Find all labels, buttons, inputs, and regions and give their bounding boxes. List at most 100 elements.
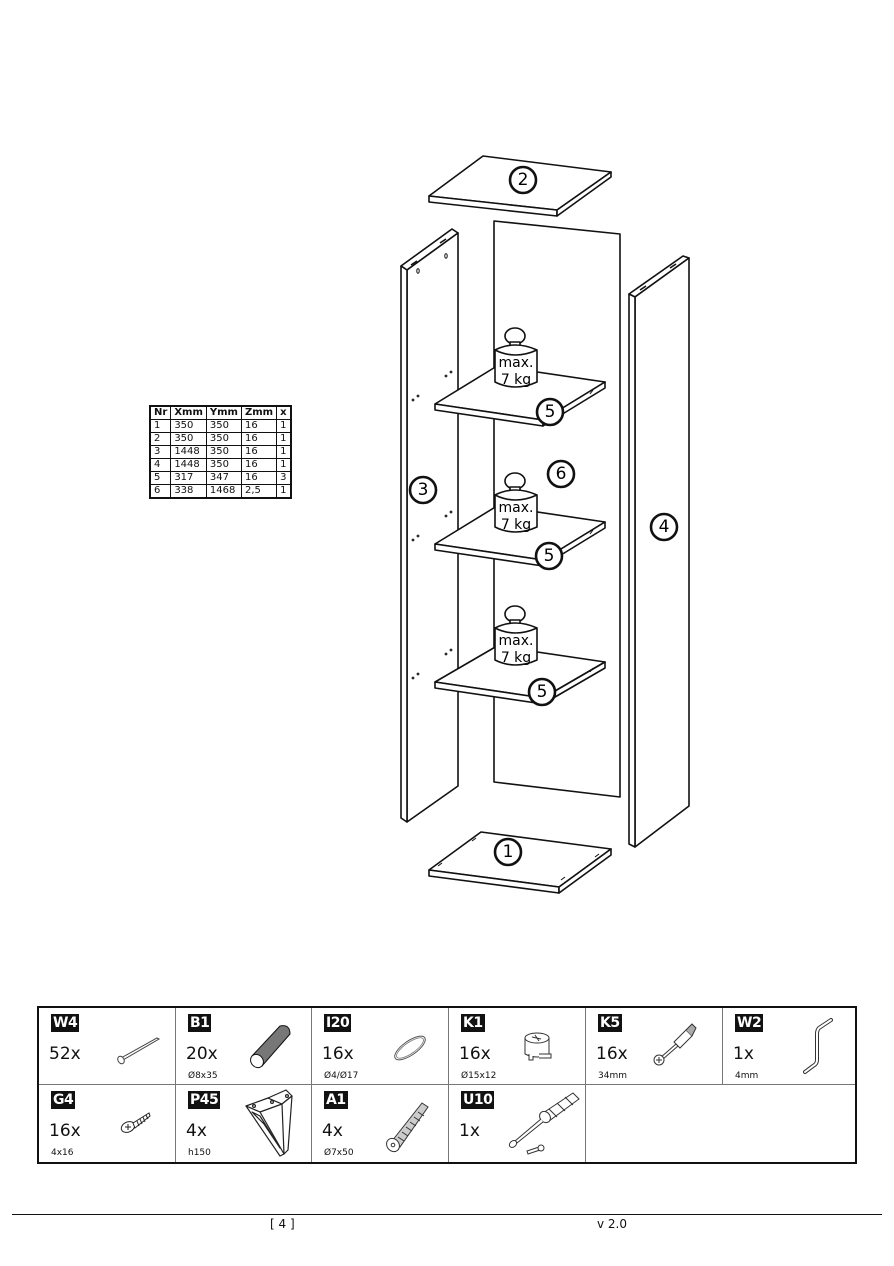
- page-number: [ 4 ]: [270, 1217, 295, 1231]
- hardware-qty: 4x: [186, 1121, 207, 1141]
- hardware-code: P45: [188, 1091, 221, 1109]
- cell-zmm: 16: [240, 432, 278, 446]
- cell-ymm: 350: [205, 445, 242, 459]
- hardware-size: Ø7x50: [324, 1148, 354, 1158]
- hardware-size: 4mm: [735, 1071, 759, 1081]
- hardware-item-i20: I20 16x Ø4/Ø17: [312, 1008, 449, 1085]
- hardware-code: U10: [461, 1091, 495, 1109]
- weight-icon: [494, 472, 538, 533]
- hardware-qty: 16x: [596, 1044, 628, 1064]
- header-zmm: Zmm: [240, 405, 278, 420]
- hardware-item-a1: A1 4x Ø7x50: [312, 1085, 449, 1162]
- callout-shelf: 5: [545, 402, 556, 422]
- footer-rule: [12, 1214, 882, 1215]
- callout-circle-3: [408, 475, 438, 505]
- hardware-size: Ø8x35: [188, 1071, 218, 1081]
- cell-xmm: 317: [170, 471, 207, 485]
- callout-top-panel: 2: [518, 170, 529, 190]
- cell-qty: 3: [276, 471, 292, 485]
- cell-nr: 5: [149, 471, 172, 485]
- version-label: v 2.0: [597, 1217, 627, 1231]
- callout-bottom-panel: 1: [503, 842, 514, 862]
- weight-label-line2: 7 kg: [501, 517, 531, 533]
- cam-bolt-icon: [653, 1023, 697, 1066]
- table-row: 5 317 347 16 3: [149, 471, 292, 485]
- weight-label-line1: max.: [499, 500, 534, 516]
- hardware-item-w4: W4 52x: [39, 1008, 176, 1085]
- cell-zmm: 16: [240, 458, 278, 472]
- weight-label-line1: max.: [499, 355, 534, 371]
- hardware-qty: 16x: [49, 1121, 81, 1141]
- nail-icon: [117, 1037, 161, 1065]
- hardware-item-k5: K5 16x 34mm: [586, 1008, 723, 1085]
- hardware-code: I20: [324, 1014, 352, 1032]
- cell-zmm: 16: [240, 419, 278, 433]
- hardware-size: 4x16: [51, 1148, 74, 1158]
- exploded-assembly-diagram: max. 7 kg max. 7 kg max. 7 kg 2 3 4 6 5 …: [400, 155, 690, 894]
- callout-left-side: 3: [418, 480, 429, 500]
- header-nr: Nr: [149, 405, 172, 420]
- hardware-qty: 20x: [186, 1044, 218, 1064]
- wall-plug-icon: [386, 1102, 429, 1153]
- hardware-qty: 1x: [459, 1121, 480, 1141]
- callout-circle-4: [649, 512, 679, 542]
- cell-xmm: 1448: [170, 445, 207, 459]
- weight-icon: [494, 605, 538, 666]
- table-row: 6 338 1468 2,5 1: [149, 484, 292, 499]
- hardware-item-g4: G4 16x 4x16: [39, 1085, 176, 1162]
- cell-nr: 4: [149, 458, 172, 472]
- dimension-table-header: Nr Xmm Ymm Zmm x: [149, 405, 292, 420]
- cell-zmm: 16: [240, 471, 278, 485]
- cell-nr: 2: [149, 432, 172, 446]
- hardware-item-k1: K1 16x Ø15x12: [449, 1008, 586, 1085]
- hardware-item-b1: B1 20x Ø8x35: [176, 1008, 312, 1085]
- cell-qty: 1: [276, 484, 292, 499]
- hardware-size: h150: [188, 1148, 211, 1158]
- bottom-panel: [428, 831, 612, 894]
- left-side-panel: [400, 228, 459, 823]
- washer-ring-icon: [394, 1035, 426, 1061]
- cell-qty: 1: [276, 419, 292, 433]
- wall-anchor-kit-icon: [508, 1092, 580, 1155]
- screw-icon: [120, 1112, 151, 1133]
- weight-label-line2: 7 kg: [501, 650, 531, 666]
- hardware-code: W4: [51, 1014, 80, 1032]
- cell-xmm: 1448: [170, 458, 207, 472]
- hardware-empty-cell: [586, 1085, 855, 1162]
- cell-ymm: 347: [205, 471, 242, 485]
- dimension-table: Nr Xmm Ymm Zmm x 1 350 350 16 1 2 350 35…: [149, 405, 292, 499]
- cell-ymm: 350: [205, 419, 242, 433]
- cell-xmm: 338: [170, 484, 207, 499]
- header-xmm: Xmm: [170, 405, 207, 420]
- hardware-size: 34mm: [598, 1071, 627, 1081]
- hardware-code: G4: [51, 1091, 76, 1109]
- shelf-3: [434, 645, 606, 705]
- hardware-code: K1: [461, 1014, 485, 1032]
- cell-nr: 3: [149, 445, 172, 459]
- weight-icon: [494, 327, 538, 388]
- cam-lock-icon: [524, 1032, 552, 1061]
- callout-back-panel: 6: [556, 464, 567, 484]
- table-row: 4 1448 350 16 1: [149, 458, 292, 472]
- header-qty: x: [276, 405, 292, 420]
- cell-ymm: 350: [205, 458, 242, 472]
- cell-nr: 1: [149, 419, 172, 433]
- weight-label-line2: 7 kg: [501, 372, 531, 388]
- hardware-qty: 16x: [322, 1044, 354, 1064]
- hardware-code: K5: [598, 1014, 622, 1032]
- callout-circle-2: [508, 165, 538, 195]
- callout-circle-5: [535, 397, 565, 427]
- cell-xmm: 350: [170, 419, 207, 433]
- hardware-item-w2: W2 1x 4mm: [723, 1008, 855, 1085]
- hardware-qty: 1x: [733, 1044, 754, 1064]
- hardware-qty: 52x: [49, 1044, 81, 1064]
- cell-qty: 1: [276, 445, 292, 459]
- cell-ymm: 350: [205, 432, 242, 446]
- callout-circle-6: [546, 459, 576, 489]
- callout-right-side: 4: [659, 517, 670, 537]
- furniture-leg-icon: [245, 1089, 293, 1157]
- callout-shelf: 5: [537, 682, 548, 702]
- table-row: 3 1448 350 16 1: [149, 445, 292, 459]
- table-row: 1 350 350 16 1: [149, 419, 292, 433]
- cell-ymm: 1468: [205, 484, 242, 499]
